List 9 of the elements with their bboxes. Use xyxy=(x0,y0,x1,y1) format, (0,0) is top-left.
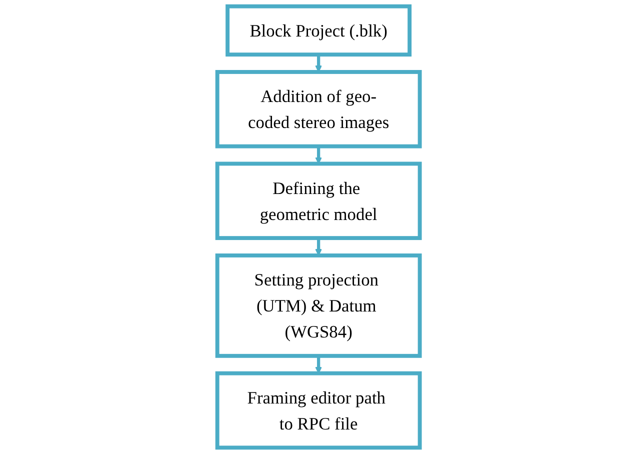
node-box: Framing editor path to RPC file xyxy=(215,371,422,450)
node-box: Setting projection (UTM) & Datum (WGS84) xyxy=(215,254,422,358)
arrow xyxy=(315,356,322,374)
arrow xyxy=(315,238,322,256)
node-box: Defining the geometric model xyxy=(215,162,422,240)
node-box: Addition of geo-coded stereo images xyxy=(215,70,422,148)
node-box: Block Project (.blk) xyxy=(226,4,412,57)
arrow xyxy=(315,54,322,72)
arrow xyxy=(315,146,322,164)
